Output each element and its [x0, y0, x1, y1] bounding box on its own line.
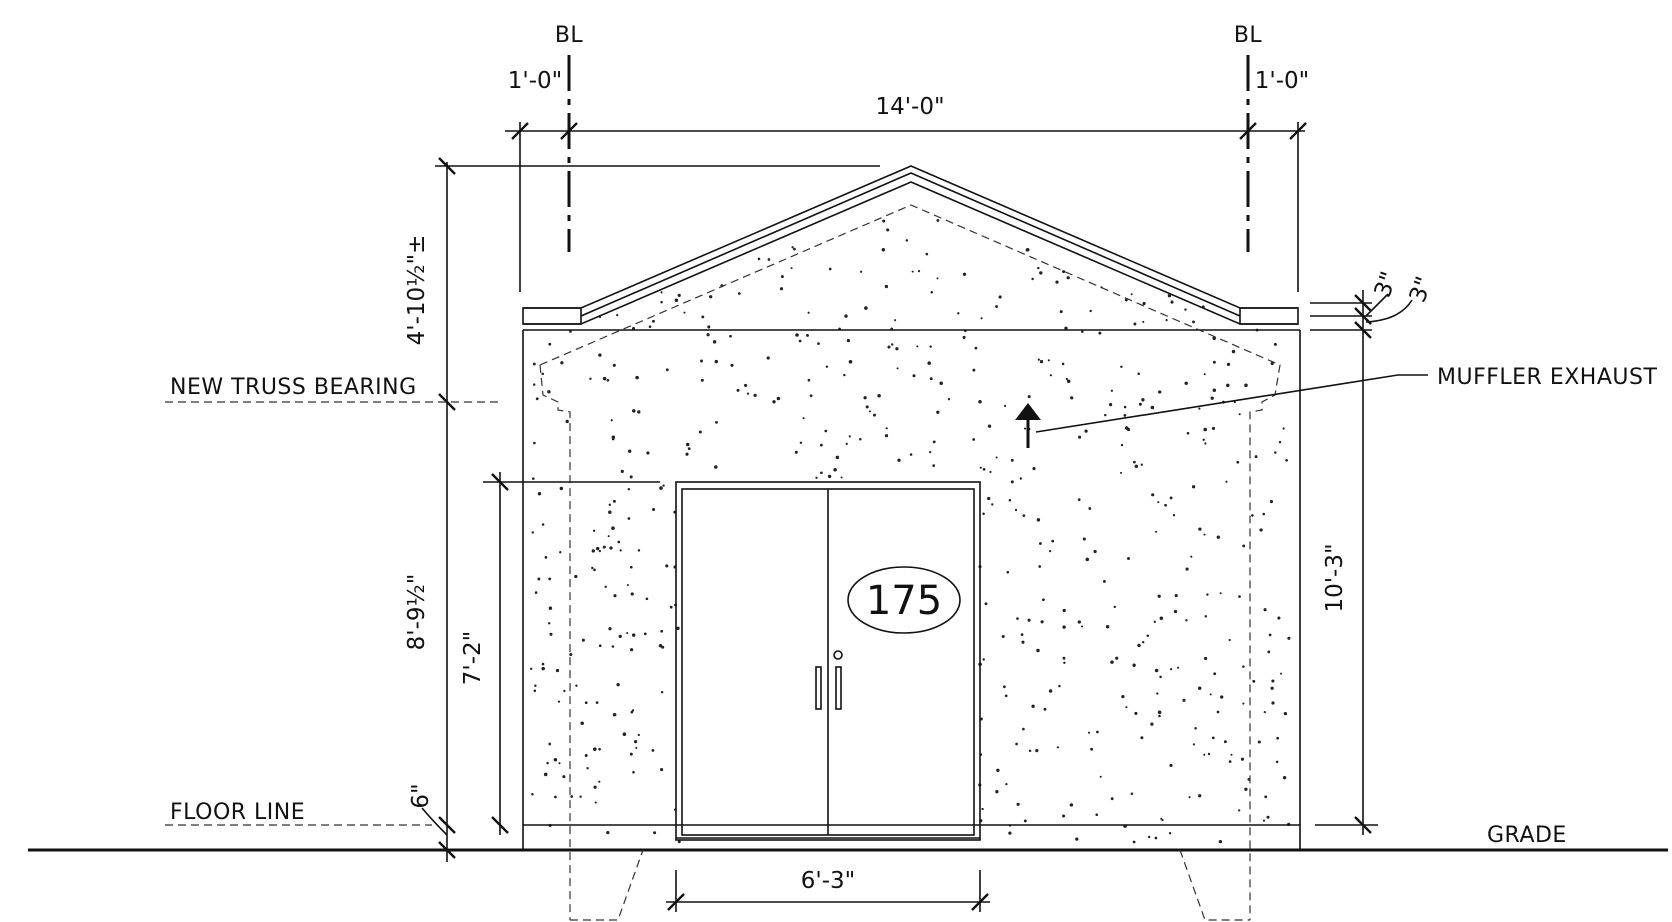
door-frame-outer: [675, 481, 981, 841]
dim-overhang-right: 1'-0": [1255, 68, 1309, 94]
dim-floor-above-grade: 6": [408, 783, 434, 808]
right-eave: [1239, 307, 1299, 325]
stucco-texture: [530, 218, 1291, 844]
bl-right-label: BL: [1234, 23, 1263, 48]
exhaust-arrow-icon: [1015, 403, 1041, 448]
left-eave: [522, 307, 582, 325]
muffler-exhaust-label: MUFFLER EXHAUST: [1437, 365, 1657, 390]
roof-inner: [523, 181, 1298, 325]
hidden-truss-outline: [539, 204, 1281, 920]
grade-label: GRADE: [1487, 823, 1567, 848]
bl-left-label: BL: [555, 23, 584, 48]
fascia-leader-a: [1365, 293, 1389, 317]
floor-line-label: FLOOR LINE: [170, 800, 305, 825]
floor-grade-leader: [421, 807, 448, 836]
left-footing: [570, 849, 644, 921]
door-handle-right: [835, 666, 842, 710]
dim-door-width: 6'-3": [801, 868, 855, 894]
dim-fascia-a: 3": [1370, 268, 1403, 301]
dim-roof-height: 4'-10½"±: [404, 235, 430, 346]
address-oval: [847, 566, 961, 634]
dim-eave-height: 10'-3": [1322, 543, 1348, 612]
new-truss-bearing-label: NEW TRUSS BEARING: [170, 375, 417, 400]
right-footing: [1179, 849, 1250, 921]
dim-overhang-left: 1'-0": [508, 68, 562, 94]
address-number: 175: [866, 578, 942, 624]
dim-fascia-b: 3": [1405, 273, 1438, 306]
door-lock: [833, 650, 843, 660]
muffler-leader-line: [1035, 374, 1428, 433]
dim-door-height: 7'-2": [460, 631, 486, 685]
fascia-leader-b: [1365, 299, 1413, 323]
roof-under: [580, 172, 1241, 317]
dim-bl-width: 14'-0": [875, 94, 944, 120]
dim-wall-height: 8'-9½": [404, 574, 430, 651]
door-handle-left: [815, 666, 822, 710]
hidden-truss-outline-left: [539, 364, 571, 920]
roof-outer: [523, 165, 1298, 309]
